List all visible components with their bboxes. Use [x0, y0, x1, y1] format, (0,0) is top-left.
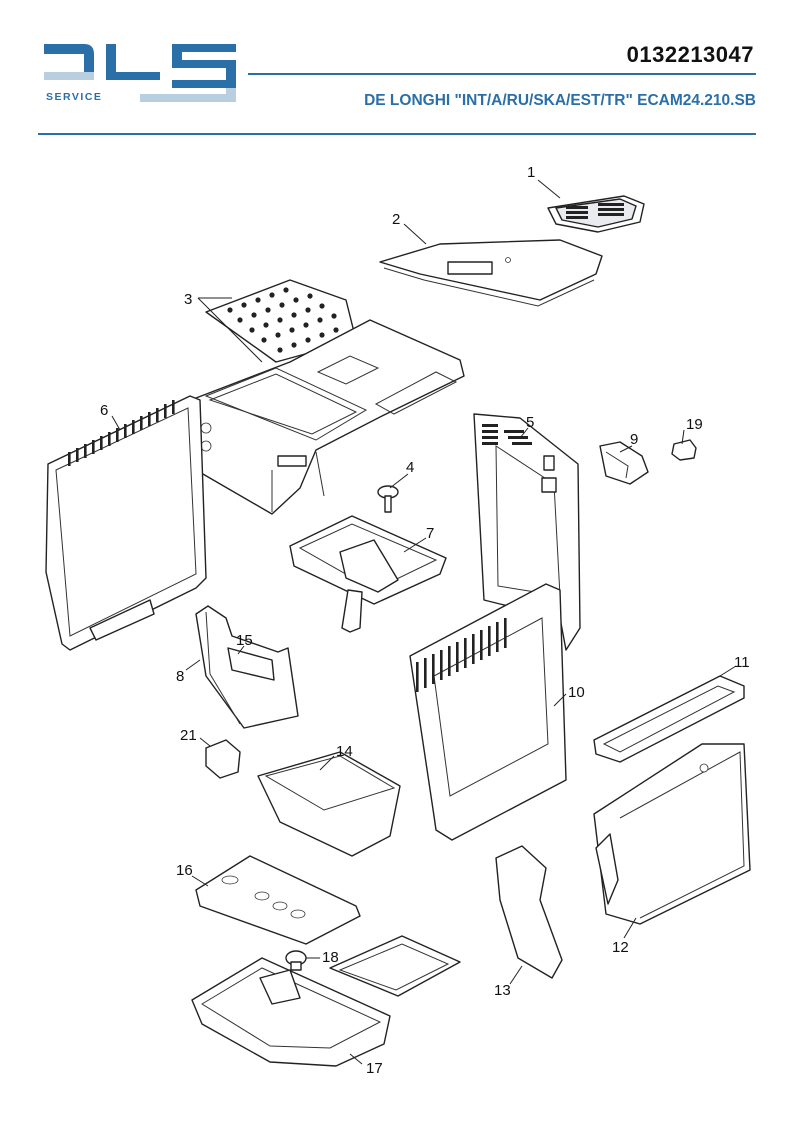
callout-6: 6: [100, 402, 108, 419]
callout-4: 4: [406, 459, 414, 476]
part-17-drip-tray: [191, 935, 461, 1067]
callout-numbers: 1 2 3 4 5 6 7 8 9 10 11 12 13 14 15 16 1…: [100, 164, 750, 1077]
callout-8: 8: [176, 668, 184, 685]
callout-14: 14: [336, 743, 353, 760]
part-6-left-panel: [45, 395, 207, 651]
callout-12: 12: [612, 939, 629, 956]
callout-2: 2: [392, 211, 400, 228]
part-4-knob: [377, 485, 399, 513]
callout-3: 3: [184, 291, 192, 308]
part-18-float: [285, 950, 307, 971]
model-title: DE LONGHI "INT/A/RU/SKA/EST/TR" ECAM24.2…: [364, 92, 756, 109]
page-header: SERVICE 0132213047 DE LONGHI "INT/A/RU/S…: [0, 0, 794, 140]
part-19-clip: [671, 439, 697, 461]
header-divider: [38, 133, 756, 135]
callout-7: 7: [426, 525, 434, 542]
part-8-front-cover: [195, 605, 299, 729]
part-3-upper-body: [195, 279, 465, 515]
callout-15: 15: [236, 632, 253, 649]
part-9-bracket: [599, 441, 649, 485]
callout-5: 5: [526, 414, 534, 431]
part-7-funnel-tray: [289, 515, 447, 633]
part-13-side-trim: [495, 845, 563, 979]
callout-leaders: [111, 179, 737, 1065]
part-12-water-tank: [593, 743, 751, 925]
callout-9: 9: [630, 431, 638, 448]
cup-warmer-holes: [227, 287, 339, 353]
exploded-parts-diagram: 1 2 3 4 5 6 7 8 9 10 11 12 13 14 15 16 1…: [45, 164, 751, 1077]
callout-13: 13: [494, 982, 511, 999]
part-10-front-panel: [409, 583, 567, 841]
callout-10: 10: [568, 684, 585, 701]
part-14-grounds-container: [257, 751, 401, 857]
header-rule: [248, 73, 756, 75]
part-16-tray-cover: [195, 855, 361, 945]
callout-19: 19: [686, 416, 703, 433]
part-number: 0132213047: [626, 42, 754, 67]
callout-11: 11: [734, 654, 750, 671]
callout-16: 16: [176, 862, 193, 879]
logo-service-text: SERVICE: [46, 91, 102, 103]
callout-17: 17: [366, 1060, 383, 1077]
callout-1: 1: [527, 164, 535, 181]
callout-21: 21: [180, 727, 197, 744]
part-2-top-lid: [379, 239, 603, 307]
dls-service-logo: SERVICE: [44, 44, 236, 103]
part-21-small-box: [205, 739, 241, 779]
part-1-grille: [547, 195, 645, 233]
callout-18: 18: [322, 949, 339, 966]
